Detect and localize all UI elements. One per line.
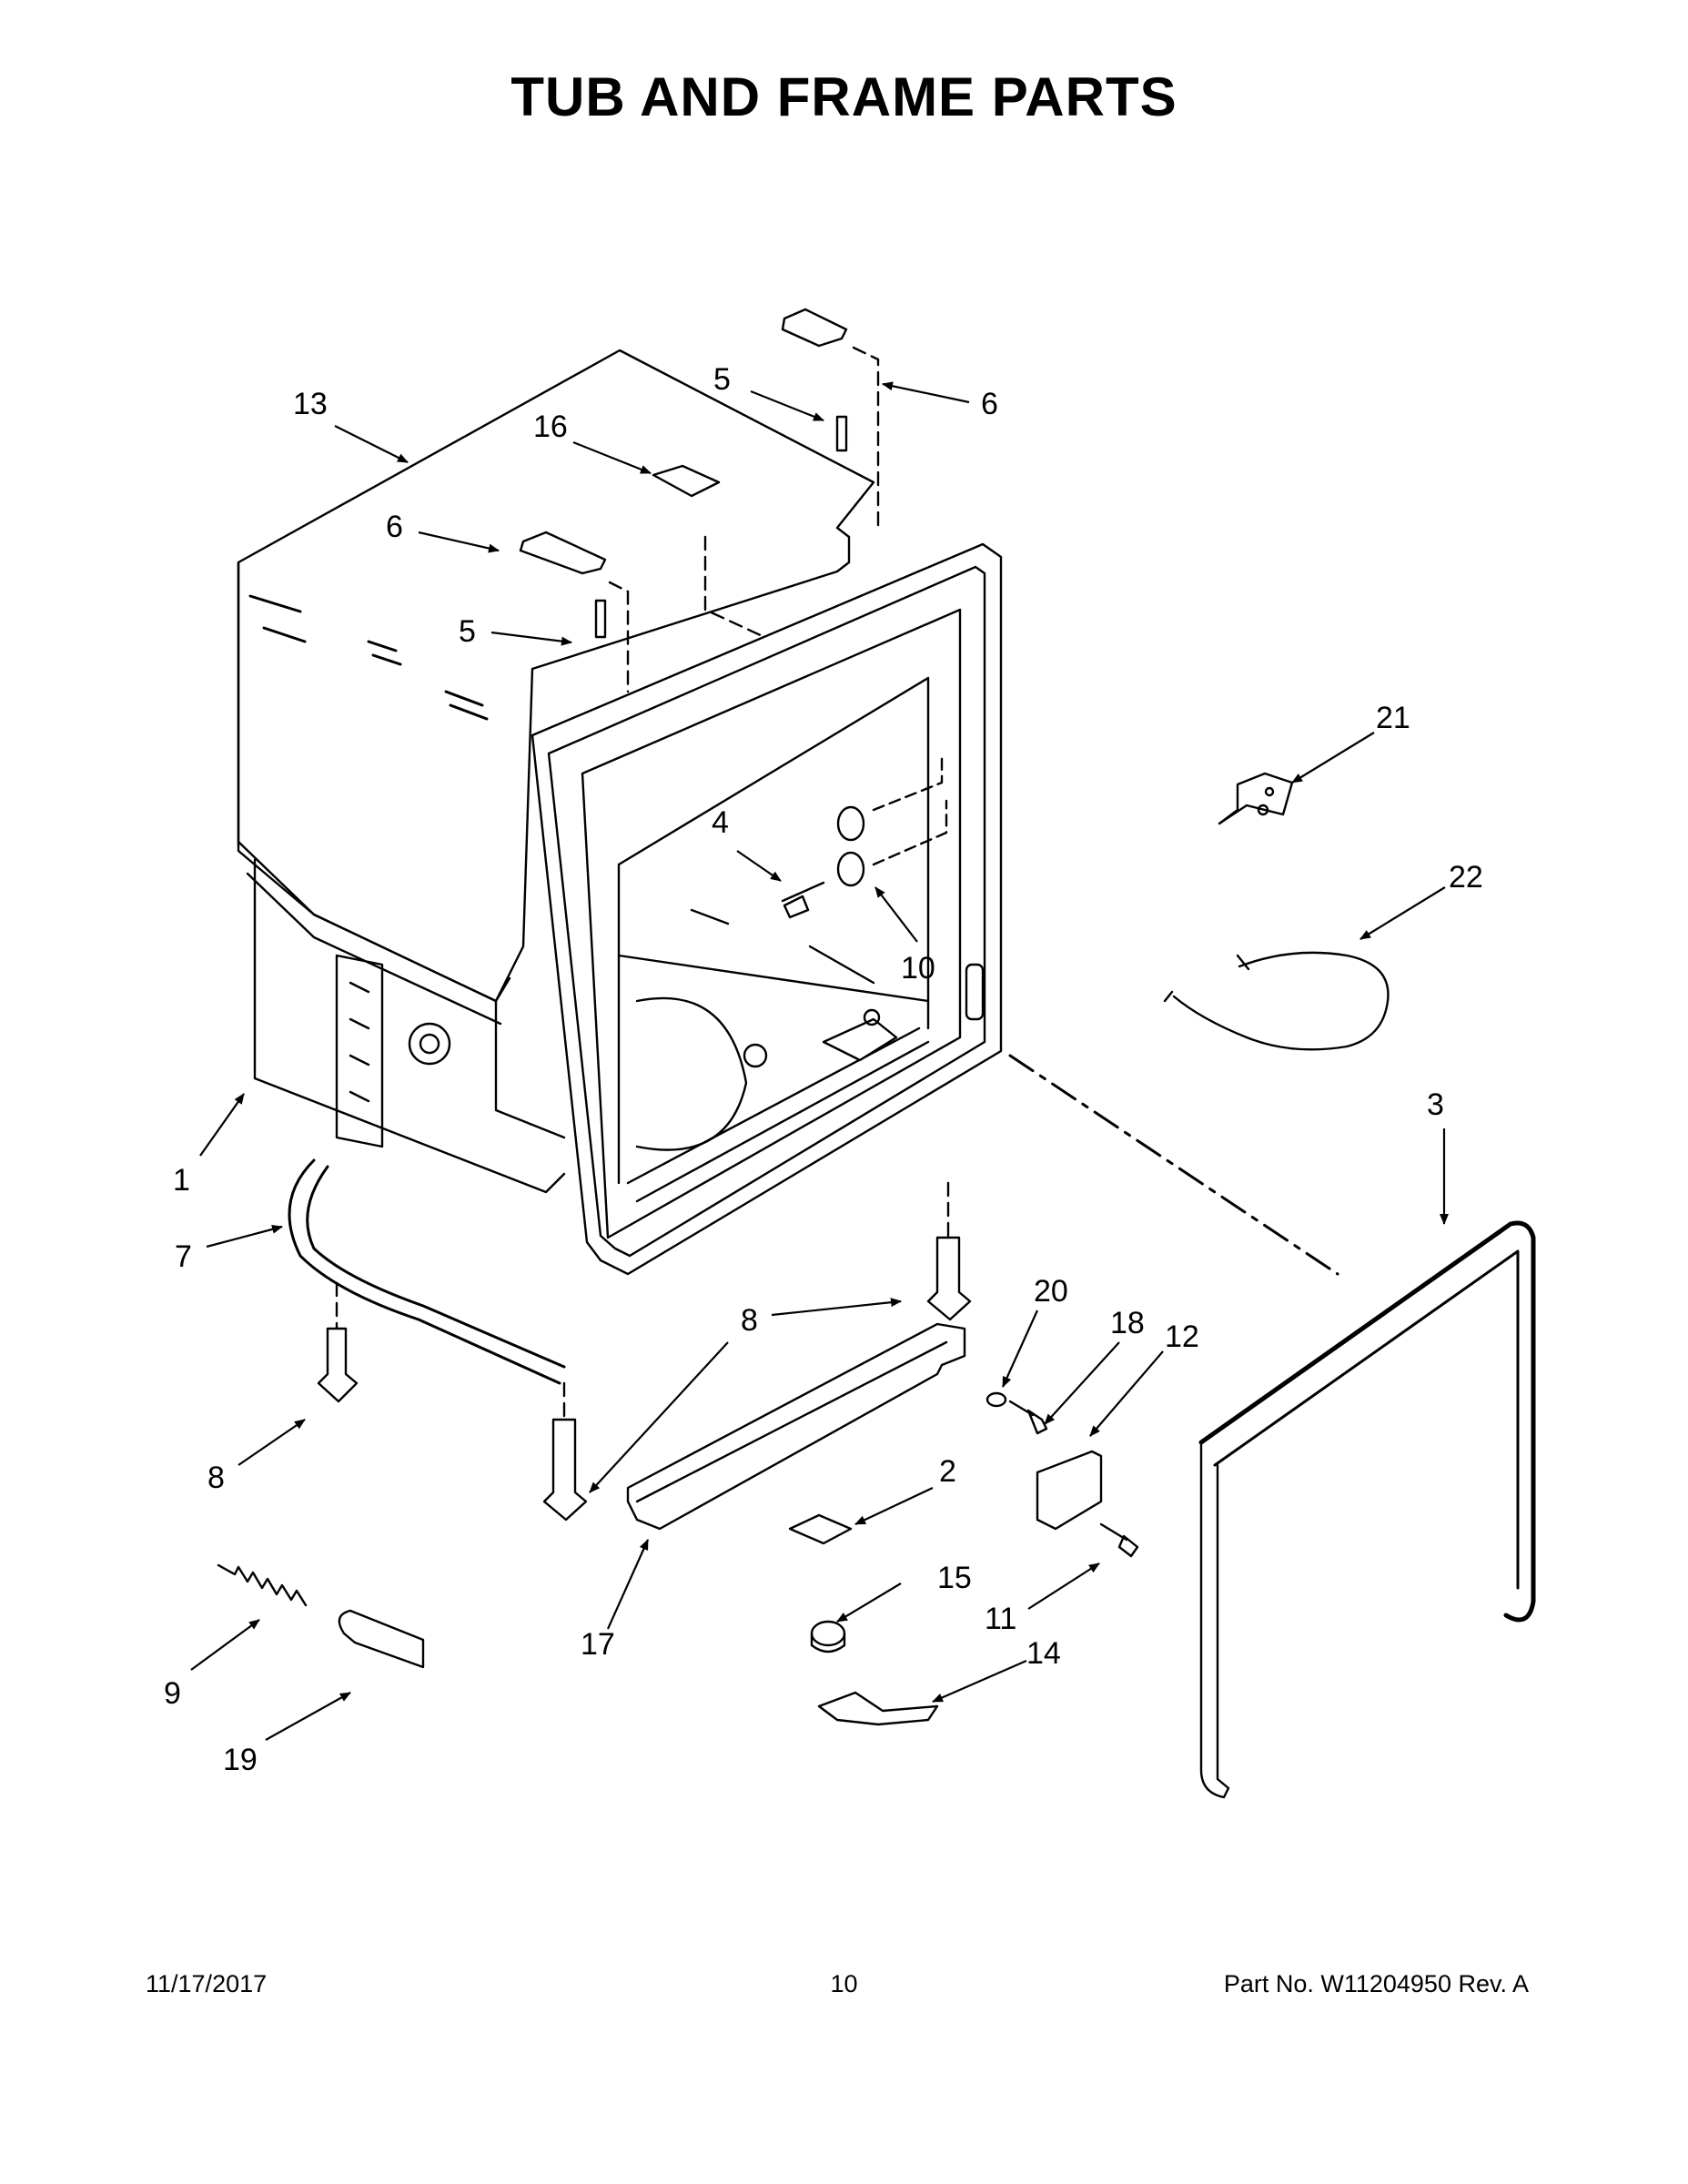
- leveling-leg-center: [542, 1418, 588, 1522]
- callout-9: 9: [164, 1676, 181, 1711]
- screw-lower: [594, 599, 607, 639]
- screw-part-11: [1099, 1522, 1139, 1558]
- callout-13: 13: [293, 387, 328, 421]
- callout-1: 1: [173, 1163, 190, 1198]
- callout-6-upper: 6: [981, 387, 998, 421]
- front-frame: [531, 542, 1003, 1276]
- callout-21: 21: [1376, 701, 1410, 735]
- plug-part-19: [338, 1609, 425, 1669]
- screw-part-4: [781, 881, 825, 919]
- door-gasket-part-3: [1198, 1220, 1536, 1799]
- bracket-part-14: [817, 1691, 939, 1726]
- spring-part-9: [217, 1563, 308, 1607]
- callout-15: 15: [937, 1561, 972, 1595]
- callout-5-upper: 5: [713, 362, 731, 397]
- callout-3: 3: [1427, 1087, 1444, 1122]
- base-pan-part-17: [626, 1322, 966, 1531]
- tub-assembly: [237, 349, 875, 1194]
- bracket-part-2: [788, 1513, 853, 1545]
- clip-part-16: [652, 464, 721, 498]
- screw-upper: [835, 415, 848, 452]
- callout-16: 16: [533, 410, 568, 444]
- callout-18: 18: [1110, 1306, 1145, 1340]
- callout-6-lower: 6: [386, 510, 403, 544]
- screw-part-18: [1008, 1400, 1048, 1435]
- leveling-leg-right: [926, 1236, 972, 1321]
- callout-22: 22: [1449, 860, 1483, 895]
- callout-20: 20: [1034, 1274, 1068, 1309]
- roller-part-10: [836, 805, 865, 887]
- callout-19: 19: [223, 1743, 258, 1777]
- wire-harness-part-22: [1163, 951, 1390, 1051]
- thermostat-part-15: [810, 1620, 846, 1653]
- hinge-bracket-lower: [519, 531, 607, 575]
- callout-2: 2: [939, 1454, 956, 1489]
- callout-10: 10: [901, 951, 935, 986]
- callout-17: 17: [581, 1627, 615, 1662]
- bracket-part-21: [1218, 772, 1294, 825]
- callout-14: 14: [1026, 1636, 1061, 1671]
- callout-4: 4: [712, 805, 729, 840]
- callout-8-center: 8: [741, 1303, 758, 1338]
- callout-12: 12: [1165, 1320, 1199, 1354]
- drain-hose-part-7: [288, 1158, 566, 1385]
- callout-7: 7: [175, 1239, 192, 1274]
- footer-part-number: Part No. W11204950 Rev. A: [1223, 1970, 1529, 1997]
- callout-8-left: 8: [207, 1461, 225, 1495]
- bracket-part-12: [1036, 1450, 1103, 1531]
- callout-11: 11: [985, 1602, 1016, 1636]
- callout-5-lower: 5: [459, 614, 476, 649]
- page-title: TUB AND FRAME PARTS: [510, 66, 1178, 127]
- leveling-leg-left: [317, 1327, 359, 1403]
- footer-page-number: 10: [830, 1970, 858, 1997]
- hinge-bracket-upper: [781, 308, 848, 348]
- footer-date: 11/17/2017: [146, 1970, 268, 1997]
- clip-part-20: [986, 1391, 1007, 1408]
- sump-assembly: [822, 1008, 898, 1062]
